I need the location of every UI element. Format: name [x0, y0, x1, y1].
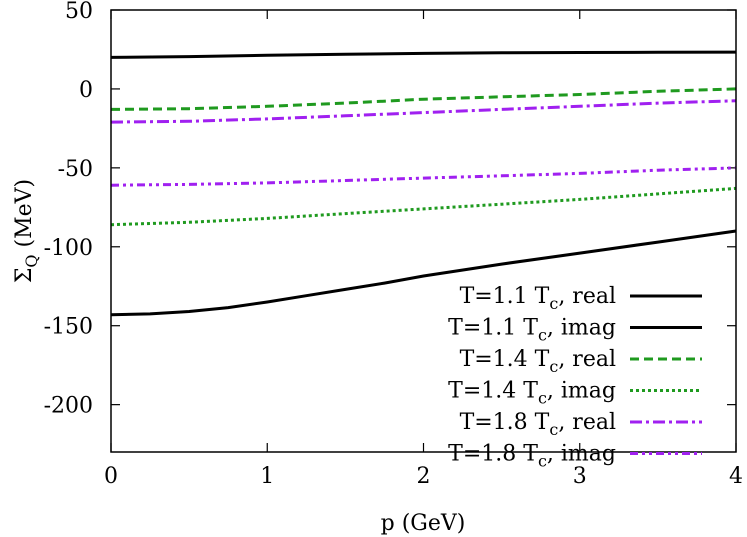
- series-line: [110, 87, 737, 111]
- legend-label-sub: c: [549, 420, 558, 439]
- legend-label: T=1.4 Tc, real: [460, 347, 616, 376]
- legend-label-text: T=1.4 T: [460, 347, 550, 372]
- legend-label: T=1.1 Tc, imag: [448, 316, 616, 345]
- x-tick-label: 0: [104, 464, 118, 489]
- series-line: [110, 99, 737, 124]
- legend-label-suffix: , imag: [547, 379, 616, 404]
- y-axis-label-sub: Q: [22, 254, 41, 267]
- y-axis-label-rest: (MeV): [12, 179, 37, 255]
- legend-label: T=1.4 Tc, imag: [448, 379, 616, 408]
- y-axis-label: ΣQ (MeV): [12, 179, 41, 283]
- legend-label-suffix: , real: [558, 347, 616, 372]
- legend-label: T=1.8 Tc, real: [460, 410, 616, 439]
- x-tick-label: 3: [573, 464, 587, 489]
- plot-frame: [110, 9, 737, 453]
- legend-label-text: T=1.8 T: [448, 442, 538, 467]
- legend-label-sub: c: [538, 452, 547, 471]
- x-tick-label: 4: [729, 464, 743, 489]
- x-axis-label: p (GeV): [381, 511, 466, 536]
- x-tick-label: 2: [417, 464, 431, 489]
- y-tick-label: -200: [44, 394, 93, 419]
- series-line: [110, 186, 737, 227]
- series-layer: [110, 50, 737, 317]
- y-tick-label: 0: [79, 78, 93, 103]
- series-line: [110, 229, 737, 317]
- series-line: [110, 166, 737, 187]
- legend-label-sub: c: [549, 357, 558, 376]
- legend-label-sub: c: [549, 294, 558, 313]
- legend-label-suffix: , imag: [547, 442, 616, 467]
- legend-label-suffix: , real: [558, 410, 616, 435]
- legend-label-text: T=1.1 T: [460, 284, 550, 309]
- y-tick-label: -100: [44, 236, 93, 261]
- ticks-layer: 0 1 2 3 4 50 0 -50 -100 -150 -200: [44, 0, 743, 489]
- legend-label-text: T=1.4 T: [448, 379, 538, 404]
- legend-label-suffix: , imag: [547, 316, 616, 341]
- legend-label-suffix: , real: [558, 284, 616, 309]
- legend-label-text: T=1.1 T: [448, 316, 538, 341]
- y-tick-label: -150: [44, 315, 93, 340]
- y-tick-label: -50: [58, 157, 93, 182]
- x-tick-label: 1: [260, 464, 274, 489]
- y-axis-label-main: Σ: [12, 268, 37, 284]
- legend-label-text: T=1.8 T: [460, 410, 550, 435]
- series-line: [110, 50, 737, 59]
- y-tick-label: 50: [65, 0, 93, 24]
- legend-label-sub: c: [538, 389, 547, 408]
- legend-label: T=1.8 Tc, imag: [448, 442, 616, 471]
- legend-label-sub: c: [538, 326, 547, 345]
- legend-label: T=1.1 Tc, real: [460, 284, 616, 313]
